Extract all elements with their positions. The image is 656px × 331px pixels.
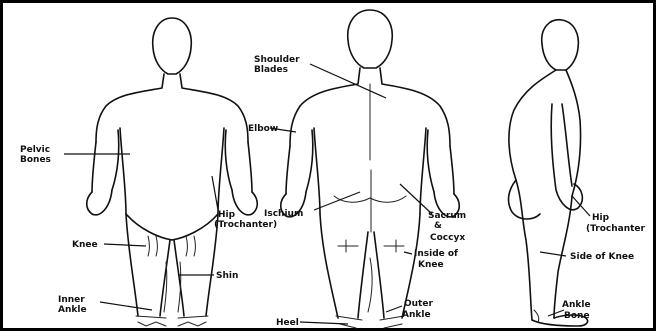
label-shoulder-blades-line2: Blades xyxy=(254,65,288,75)
leader-lines xyxy=(64,64,590,324)
label-side-of-knee: Side of Knee xyxy=(570,252,634,262)
side-view-figure xyxy=(509,20,588,326)
label-sacrum-line2: & xyxy=(434,221,442,231)
label-sacrum-line1: Sacrum xyxy=(428,211,466,221)
label-inside-knee-line2: Knee xyxy=(418,260,444,270)
label-elbow: Elbow xyxy=(248,124,278,134)
label-hip-front-line2: (Trochanter) xyxy=(214,220,277,230)
label-shin: Shin xyxy=(216,271,238,281)
label-inner-ankle-line2: Ankle xyxy=(58,305,87,315)
label-inside-knee-line1: Inside of xyxy=(414,249,458,259)
label-ischium: Ischium xyxy=(264,209,303,219)
label-hip-side-line1: Hip xyxy=(592,213,610,223)
back-view-figure xyxy=(281,10,460,328)
label-pelvic-bones-line1: Pelvic xyxy=(20,145,50,155)
label-pelvic-bones-line2: Bones xyxy=(20,155,51,165)
label-ankle-bone-line1: Ankle xyxy=(562,300,591,310)
label-knee: Knee xyxy=(72,240,98,250)
label-heel: Heel xyxy=(276,318,299,328)
label-ankle-bone-line2: Bone xyxy=(564,311,590,321)
label-shoulder-blades-line1: Shoulder xyxy=(254,55,300,65)
label-inner-ankle-line1: Inner xyxy=(58,295,85,305)
label-outer-ankle-line2: Ankle xyxy=(402,310,431,320)
label-outer-ankle-line1: Outer xyxy=(404,299,433,309)
label-hip-front-line1: Hip xyxy=(218,210,236,220)
label-sacrum-line3: Coccyx xyxy=(430,233,465,243)
label-hip-side-line2: (Trochanter xyxy=(586,224,646,234)
